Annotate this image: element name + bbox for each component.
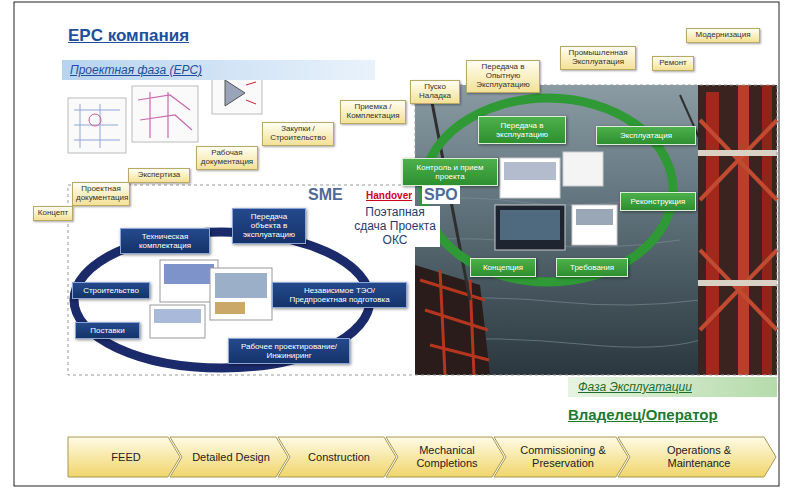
operation-stage-box: Передача в эксплуатацию (478, 116, 566, 144)
node-text: Commissioning & Preservation (512, 444, 614, 469)
operation-stage-box: Требования (556, 258, 628, 277)
node-text: Концепция (475, 263, 531, 272)
node-text: Рабочая документация (200, 149, 254, 167)
design-stage-box: Техническая комплектация (120, 228, 210, 254)
node-text: Ремонт (656, 59, 690, 68)
node-text: Промышленная Эксплуатация (564, 49, 632, 67)
lifecycle-step: Модернизация (686, 28, 760, 43)
node-text: Контроль и прием проекта (407, 163, 493, 181)
operation-stage-box: Контроль и прием проекта (402, 158, 498, 186)
lifecycle-step: Передача в Опытную Эксплуатацию (466, 60, 540, 93)
operation-stage-box: Концепция (470, 258, 536, 277)
lifecycle-step: Закупки /Строительство (262, 122, 334, 146)
phase-chevron: FEED (68, 437, 180, 477)
rig-photo (415, 85, 777, 375)
design-stage-box: Независимое ТЭО/ Предпроектная подготовк… (272, 282, 407, 308)
lifecycle-step: Промышленная Эксплуатация (560, 46, 636, 70)
node-text: Mechanical Completions (404, 444, 490, 469)
lifecycle-step: Концепт (33, 206, 73, 221)
node-text: Концепт (37, 209, 69, 218)
node-text: Operations & Maintenance (636, 444, 762, 469)
node-text: Приемка /Комплектация (344, 103, 402, 121)
screenshots (150, 152, 617, 338)
operation-stage-box: Эксплуатация (596, 126, 696, 145)
node-text: Detailed Design (192, 451, 270, 464)
role-acronym: SPO (422, 186, 460, 204)
phase-chevron: Construction (278, 437, 396, 477)
node-text: Фаза Эксплуатации (578, 379, 767, 395)
lifecycle-step: Рабочая документация (196, 146, 258, 170)
operation-stage-box: Реконструкция (620, 192, 696, 211)
node-text: Поставки (80, 326, 135, 335)
chevron-outline (494, 437, 628, 477)
node-text: Передача в эксплуатацию (483, 121, 561, 139)
node-text: Требования (561, 263, 623, 272)
design-stage-box: Поставки (75, 322, 140, 339)
diagram-title: EPC компания (68, 26, 189, 46)
node-text: Строительство (77, 286, 145, 295)
design-stage-box: Передача объекта в эксплуатацию (232, 208, 306, 244)
lifecycle-step: Приемка /Комплектация (340, 100, 406, 124)
node-text: FEED (111, 451, 140, 464)
chevron-outline (386, 437, 504, 477)
node-text: Экспертиза (132, 171, 186, 180)
node-text: Пуско Наладка (414, 83, 456, 101)
phase-chevron: Commissioning & Preservation (494, 437, 628, 477)
node-text: Construction (308, 451, 370, 464)
node-text: Техническая комплектация (125, 232, 205, 250)
lifecycle-step: Проектная документация (72, 182, 130, 206)
node-text: Независимое ТЭО/ Предпроектная подготовк… (277, 286, 402, 304)
node-text: Эксплуатация (601, 131, 691, 140)
node-text: Модернизация (690, 31, 756, 40)
owner-heading: Владелец/Оператор (568, 406, 718, 423)
frame (14, 2, 779, 486)
node-text: Проектная фаза (EPC) (70, 62, 367, 78)
design-stage-box: Рабочее проектирование/ Инжиниринг (228, 338, 350, 364)
node-text: Проектная документация (76, 185, 126, 203)
phase-region (68, 85, 777, 375)
design-stage-box: Строительство (72, 282, 150, 299)
chevron-outline (68, 437, 180, 477)
phase-chevron: Operations & Maintenance (618, 437, 776, 477)
node-text: Рабочее проектирование/ Инжиниринг (233, 342, 345, 360)
node-text: Закупки /Строительство (266, 125, 330, 143)
role-acronym: SME (306, 186, 345, 204)
handover-label: Handover (366, 190, 412, 201)
node-text: Передача в Опытную Эксплуатацию (470, 63, 536, 90)
chevron-outline (618, 437, 776, 477)
lifecycle-step: Экспертиза (128, 168, 190, 183)
drawing-thumbnails (68, 72, 262, 153)
chevron-outline (278, 437, 396, 477)
lifecycle-step: Пуско Наладка (410, 80, 460, 104)
phase-chevron: Mechanical Completions (386, 437, 504, 477)
phase-band: Проектная фаза (EPC) (62, 60, 375, 80)
lifecycle-step: Ремонт (652, 56, 694, 71)
phase-band: Фаза Эксплуатации (568, 377, 777, 397)
node-text: Передача объекта в эксплуатацию (237, 212, 301, 240)
chevron-outline (170, 437, 288, 477)
handover-note: Поэтапная сдача Проекта ОКС (350, 206, 440, 247)
node-text: Реконструкция (625, 197, 691, 206)
phase-chevron: Detailed Design (170, 437, 288, 477)
